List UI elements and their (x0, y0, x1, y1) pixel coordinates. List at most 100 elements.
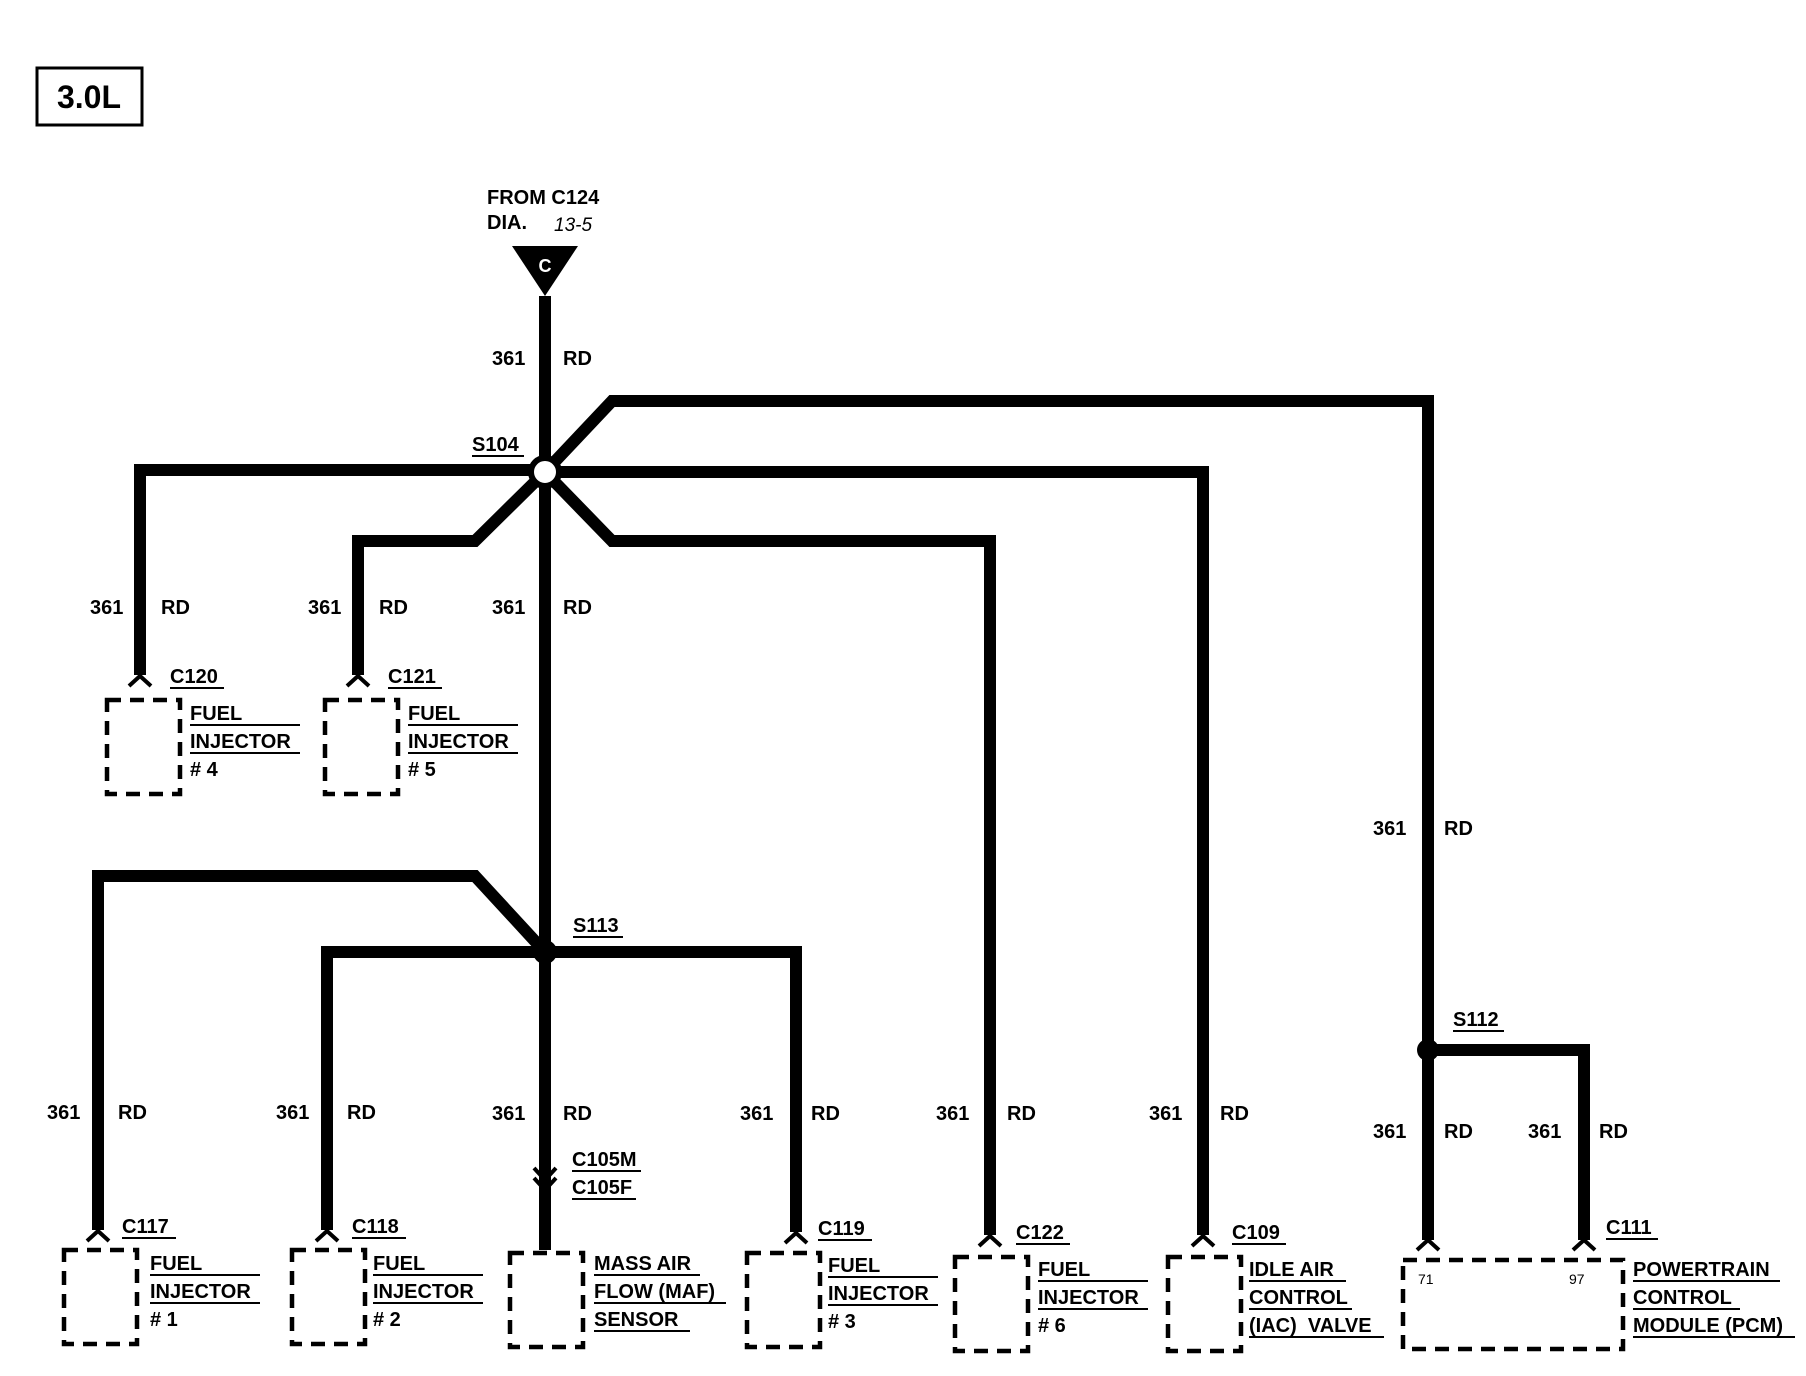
circuit-label: 361 (1528, 1121, 1561, 1143)
connector-c109: C109 (1232, 1222, 1280, 1244)
pcm-pin-71: 71 (1418, 1271, 1434, 1287)
wire-inj2 (321, 946, 545, 1230)
wire-inj1 (92, 870, 550, 1230)
pcm-box (1400, 1257, 1626, 1352)
circuit-label: 361 (276, 1102, 309, 1124)
wire-inj3 (545, 946, 802, 1232)
color-label: RD (161, 597, 190, 619)
splice-s113-label: S113 (573, 915, 619, 937)
splice-s104-label: S104 (472, 434, 520, 456)
connector-chevron (314, 1228, 340, 1243)
source-from-label: FROM C124 (487, 187, 600, 209)
injector-1-label: FUEL (150, 1253, 202, 1275)
color-label: RD (1599, 1121, 1628, 1143)
injector-2-label: INJECTOR (373, 1281, 474, 1303)
engine-label: 3.0L (57, 79, 121, 115)
source-dia-prefix: DIA. (487, 212, 527, 234)
injector-3-label: FUEL (828, 1255, 880, 1277)
maf-inline-connector (532, 1176, 558, 1193)
connector-c118: C118 (352, 1216, 399, 1238)
wire-pcm-pin97 (1428, 1044, 1590, 1240)
color-label: RD (811, 1103, 840, 1125)
circuit-label: 361 (308, 597, 341, 619)
color-label: RD (563, 348, 592, 370)
source-connector-letter: C (539, 256, 552, 276)
connector-chevron (1415, 1237, 1441, 1252)
iac-valve-box (1165, 1254, 1244, 1354)
source-connector-triangle (512, 246, 578, 296)
wire-inj6 (540, 467, 996, 1235)
injector-3-label: INJECTOR (828, 1283, 929, 1305)
engine-label-box (35, 66, 144, 127)
injector-5-box (322, 697, 401, 797)
wire-labels: 361 RD 361 RD 361 RD 361 RD 361 RD 361 R… (47, 348, 1628, 1143)
injector-2-label: FUEL (373, 1253, 425, 1275)
pcm-label: POWERTRAIN (1633, 1259, 1770, 1281)
pcm-label: MODULE (PCM) (1633, 1315, 1783, 1337)
injector-5-label: INJECTOR (408, 731, 509, 753)
connector-chevron (127, 673, 153, 688)
connector-chevron (783, 1230, 809, 1245)
injector-3-box (744, 1250, 823, 1350)
maf-label: FLOW (MAF) (594, 1281, 715, 1303)
maf-inline-connector (532, 1166, 558, 1183)
injector-5-label: FUEL (408, 703, 460, 725)
splice-s112 (1417, 1039, 1439, 1061)
injector-4-label: FUEL (190, 703, 242, 725)
color-label: RD (563, 1103, 592, 1125)
connector-chevron (977, 1233, 1003, 1248)
circuit-label: 361 (492, 1103, 525, 1125)
connector-chevron (1190, 1233, 1216, 1248)
circuit-label: 361 (492, 348, 525, 370)
injector-1-box (61, 1247, 140, 1347)
color-label: RD (563, 597, 592, 619)
connector-c120: C120 (170, 666, 218, 688)
iac-label: CONTROL (1249, 1287, 1348, 1309)
injector-2-box (289, 1247, 368, 1347)
color-label: RD (379, 597, 408, 619)
color-label: RD (1444, 818, 1473, 840)
connector-chevron (345, 673, 371, 688)
iac-label: IDLE AIR (1249, 1259, 1334, 1281)
wire-pcm-top (540, 395, 1434, 1240)
injector-6-label: INJECTOR (1038, 1287, 1139, 1309)
source-dia-ref: 13-5 (554, 215, 592, 236)
splice-s112-label: S112 (1453, 1009, 1499, 1031)
injector-6-box (952, 1254, 1031, 1354)
circuit-label: 361 (492, 597, 525, 619)
circuit-label: 361 (1373, 1121, 1406, 1143)
connector-c122: C122 (1016, 1222, 1064, 1244)
maf-label: MASS AIR (594, 1253, 692, 1275)
injector-1-label: INJECTOR (150, 1281, 251, 1303)
connector-c105f: C105F (572, 1177, 632, 1199)
color-label: RD (1007, 1103, 1036, 1125)
color-label: RD (1220, 1103, 1249, 1125)
connector-c111: C111 (1606, 1217, 1652, 1239)
injector-5-label: # 5 (408, 759, 436, 781)
injector-4-label: # 4 (190, 759, 219, 781)
connector-c105m: C105M (572, 1149, 636, 1171)
color-label: RD (118, 1102, 147, 1124)
circuit-label: 361 (740, 1103, 773, 1125)
injector-3-label: # 3 (828, 1311, 856, 1333)
color-label: RD (347, 1102, 376, 1124)
iac-label: (IAC) VALVE (1249, 1315, 1372, 1337)
injector-4-label: INJECTOR (190, 731, 291, 753)
injector-6-label: FUEL (1038, 1259, 1090, 1281)
connector-c117: C117 (122, 1216, 169, 1238)
splice-s104 (528, 455, 562, 489)
injector-2-label: # 2 (373, 1309, 401, 1331)
pcm-label: CONTROL (1633, 1287, 1732, 1309)
wire-inj4 (134, 464, 545, 675)
wire-inj5 (352, 467, 550, 675)
connector-chevron (1571, 1237, 1597, 1252)
injector-4-box (104, 697, 183, 797)
color-label: RD (1444, 1121, 1473, 1143)
connector-chevrons (85, 673, 1597, 1252)
circuit-label: 361 (936, 1103, 969, 1125)
maf-sensor-box (507, 1250, 586, 1350)
injector-6-label: # 6 (1038, 1315, 1066, 1337)
pcm-pin-97: 97 (1569, 1271, 1585, 1287)
circuit-label: 361 (1373, 818, 1406, 840)
